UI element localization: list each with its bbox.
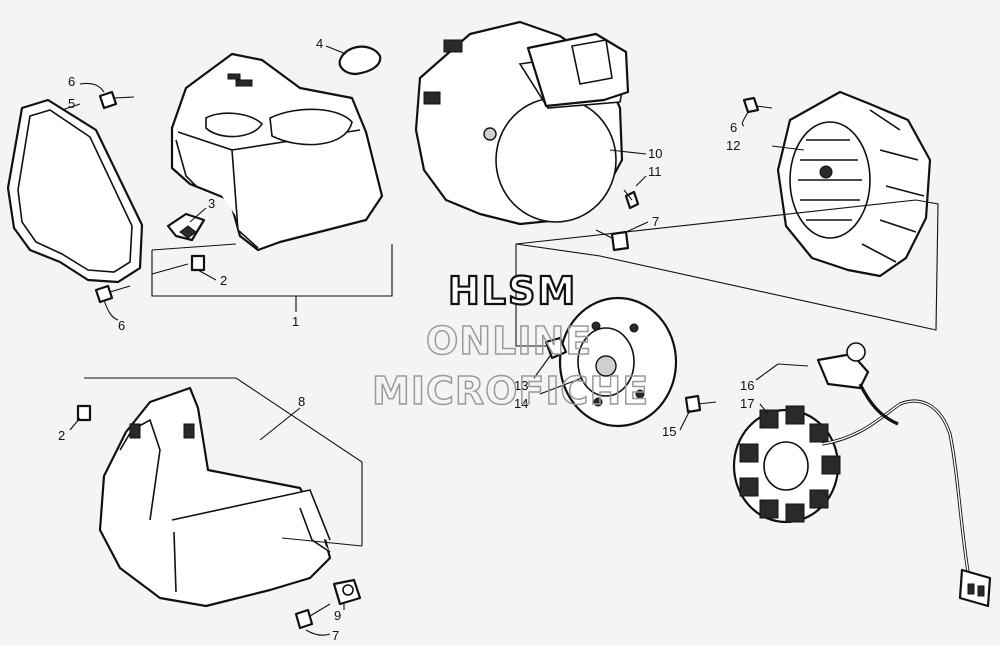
bolt-6-right [742,96,773,114]
callout-5: 5 [68,96,75,111]
leader-lines [61,45,939,636]
bolt-15 [684,394,717,414]
stator [732,405,841,524]
callout-17: 17 [740,396,754,411]
callout-10: 10 [648,146,662,161]
screw-11 [623,189,640,210]
callout-15: 15 [662,424,676,439]
watermark-line-3: MICROFICHE [372,369,649,413]
flywheel [558,296,678,428]
callout-16: 16 [740,378,754,393]
fan-housing [414,20,630,226]
callout-7-upper: 7 [652,214,659,229]
callout-9: 9 [334,608,341,623]
callout-1: 1 [292,314,299,329]
callout-2-upper: 2 [220,273,227,288]
callout-14: 14 [514,396,528,411]
callout-2-lower: 2 [58,428,65,443]
lower-shroud [98,386,332,608]
watermark-line-1: HLSM [448,269,577,313]
callout-11: 11 [648,164,662,179]
gasket [6,98,144,284]
cap-4 [338,45,382,76]
callout-6-upper: 6 [68,74,75,89]
clip-3 [166,212,206,242]
bolt-7-lower [294,603,331,630]
wire-harness [821,383,992,608]
callout-7-lower: 7 [332,628,339,643]
pickup-16 [816,342,870,390]
callout-6-lower: 6 [118,318,125,333]
cooling-fan [776,90,932,278]
nut-13 [544,336,568,360]
callout-13: 13 [514,378,528,393]
watermark: HLSM ONLINE MICROFICHE [371,268,649,414]
callout-6-right: 6 [730,120,737,135]
callout-labels: 1 2 3 4 5 6 6 6 7 7 8 9 10 11 12 13 14 1… [58,36,754,643]
screw-6-upper [98,90,135,110]
screw-6-lower [94,284,131,304]
callout-12: 12 [726,138,740,153]
callout-8: 8 [298,394,305,409]
watermark-line-2: ONLINE [426,319,592,363]
speed-nut-lower [76,404,92,422]
clamp-9 [332,578,362,606]
speed-nut-upper [190,254,206,272]
callout-4: 4 [316,36,323,51]
callout-3: 3 [208,196,215,211]
upper-shroud [170,52,384,252]
